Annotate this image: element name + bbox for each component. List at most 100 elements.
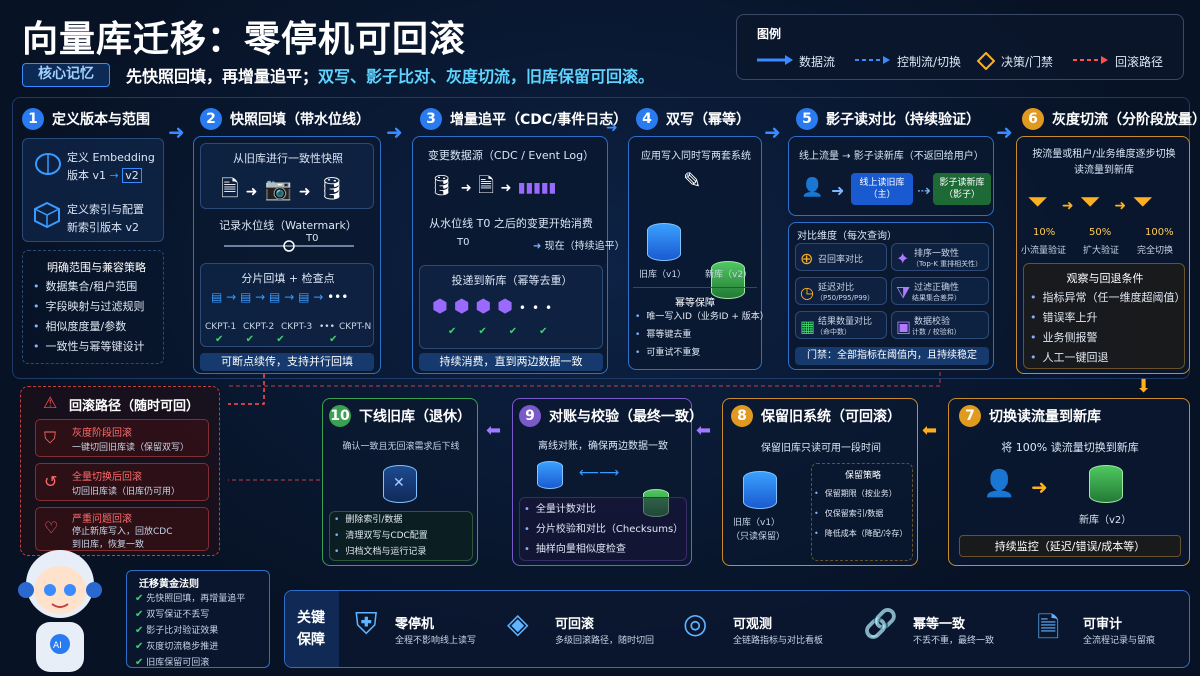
step6-panel: 按流量或租户/业务维度逐步切换 读流量到新库 ⏷➜⏷➜⏷ 10% 50% 100… — [1016, 136, 1190, 374]
step10-title: 下线旧库（退休） — [359, 409, 471, 425]
step2-number: 2 — [200, 108, 222, 130]
arrow-4-5: ➜ — [764, 120, 781, 144]
layers-icon: ◈ — [507, 607, 529, 640]
shard-title: 分片回填 + 检查点 — [241, 272, 335, 285]
step3-panel: 变更数据源（CDC / Event Log） 🛢 ➜ 🗎 ➜ ▮▮▮▮▮ 从水位… — [412, 136, 625, 374]
dim-count: ▦结果数量对比（命中数） — [795, 311, 887, 339]
guarantee-idempotent-desc: 不丢不重，最终一致 — [913, 636, 995, 646]
step9-title: 对账与校验（最终一致） — [549, 409, 703, 425]
check-icons: ✔ ✔ ✔ ✔ — [215, 334, 338, 345]
rollback-item-gray[interactable]: ⛉ 灰度阶段回滚 一键切回旧库读（保留双写） — [35, 419, 209, 457]
guarantees-label-box: 关键 保障 — [285, 591, 339, 667]
rollback-item-severe[interactable]: ♡ 严重问题回滚 停止新库写入，回放CDC 到旧库，恢复一致 — [35, 507, 209, 551]
package-icons: ⬢⬢⬢⬢••• — [432, 296, 559, 317]
dim-rank: ✦排序一致性（Top-K 重排相关性） — [891, 243, 989, 271]
funnel-icons: ⏷➜⏷➜⏷ — [1027, 187, 1167, 217]
retain-old-a: 旧库（v1） — [733, 518, 781, 528]
step2-panel: 从旧库进行一致性快照 🗎 ➜ 📷 ➜ 🛢 记录水位线（Watermark） T0… — [193, 136, 381, 374]
user-icon: 👤 — [801, 177, 824, 198]
dim-latency: ◷延迟对比（P50/P95/P99） — [795, 277, 887, 305]
dim-recall-label: 召回率对比 — [818, 255, 864, 265]
dim-latency-label: 延迟对比 — [818, 283, 855, 293]
emb-version-row: 版本 v1 → v2 — [67, 167, 142, 183]
step1-definition-box: 定义 Embedding 版本 v1 → v2 定义索引与配置 新索引版本 v2 — [22, 138, 164, 242]
camera-icon: 📷 — [264, 177, 292, 202]
observe-item: 错误率上升 — [1030, 308, 1186, 328]
policy-item: 保留期限（按业务） — [814, 484, 907, 504]
dim-recall: ⊕ 召回率对比 — [795, 243, 887, 271]
rollback-item-full[interactable]: ↺ 全量切换后回滚 切回旧库读（旧库仍可用） — [35, 463, 209, 501]
golden-item: 双写保证不丢写 — [146, 610, 210, 620]
watermark-timeline — [224, 240, 354, 252]
gate-label: 门禁：全部指标在阈值内，且持续稳定 — [795, 347, 989, 365]
guarantees-label-a: 关键 — [297, 610, 325, 626]
guarantee-observable: 可观测 — [733, 617, 773, 632]
reconcile-box: 全量计数对比 分片校验和对比（Checksums） 抽样向量相似度检查 — [519, 497, 687, 561]
retire-list: 删除索引/数据 清理双写与CDC配置 归档文档与运行记录 — [334, 512, 428, 560]
retire-item: 删除索引/数据 — [334, 512, 428, 528]
snapshot-box: 从旧库进行一致性快照 🗎 ➜ 📷 ➜ 🛢 — [200, 143, 374, 209]
scope-item: 数据集合/租户范围 — [33, 277, 145, 297]
cube-icon — [34, 201, 60, 229]
undo-icon: ↺ — [44, 472, 58, 491]
ckpt-dots: ••• — [319, 322, 335, 332]
guarantee-rollback: 可回滚 — [555, 617, 595, 632]
legend-item-control-flow: 控制流/切换 — [897, 55, 962, 69]
compare-arrow-icon: ⟵⟶ — [579, 465, 620, 481]
golden-title: 迁移黄金法则 — [139, 579, 199, 590]
guarantee-zero-downtime: 零停机 — [395, 617, 435, 632]
database-icon: 🛢 — [317, 177, 346, 202]
memory-text-b: 双写、影子比对、灰度切流，旧库保留可回滚。 — [318, 67, 655, 86]
memory-text: 先快照回填，再增量追平；双写、影子比对、灰度切流，旧库保留可回滚。 — [126, 63, 654, 87]
rollback-severe-desc-b: 到旧库，恢复一致 — [72, 540, 145, 550]
dims-title: 对比维度（每次查询） — [797, 231, 897, 242]
retire-item: 归档文档与运行记录 — [334, 544, 428, 560]
stage-1-pct: 10% — [1033, 227, 1056, 238]
guard-item: 唯一写入ID（业务ID + 版本） — [635, 308, 768, 326]
step4-title: 双写（幂等） — [666, 112, 750, 128]
emb-v2: v2 — [122, 168, 142, 183]
guarantee-auditable: 可审计 — [1083, 617, 1123, 632]
step2-footer: 可断点续传，支持并行回填 — [200, 353, 374, 371]
step5-flow-panel: 线上流量 → 影子读新库（不返回给用户） 👤 ➜ 线上读旧库（主） ⇢ 影子读新… — [788, 136, 994, 216]
rollback-path-icon — [1073, 56, 1108, 64]
observe-title: 观察与回退条件 — [1066, 272, 1144, 285]
consume-label: 从水位线 T0 之后的变更开始消费 — [429, 217, 593, 230]
retired-db-icon: ✕ — [383, 465, 417, 503]
step7-number: 7 — [959, 405, 981, 427]
dim-count-sub: （命中数） — [816, 328, 851, 336]
stage-3-pct: 100% — [1145, 227, 1174, 238]
idempotent-box: 幂等保障 唯一写入ID（业务ID + 版本） 幂等键去重 可重试不重复 — [633, 287, 769, 365]
step8-number: 8 — [731, 405, 753, 427]
stage-3-label: 完全切换 — [1137, 246, 1174, 256]
recall-icon: ⊕ — [800, 249, 814, 268]
check-icon: ✔ — [135, 609, 144, 620]
guarantee-rollback-desc: 多级回滚路径，随时切回 — [555, 636, 655, 646]
golden-item: 灰度切流稳步推进 — [146, 642, 219, 652]
dim-filter: ⧩过滤正确性结果集合差异） — [891, 277, 989, 305]
page-title: 向量库迁移：零停机可回滚 — [22, 19, 467, 60]
cdc-source-label: 变更数据源（CDC / Event Log） — [427, 149, 595, 162]
guarantee-auditable-desc: 全流程记录与留痕 — [1083, 636, 1156, 646]
shadow-read-box: 影子读新库（影子） — [933, 173, 991, 205]
step5-number: 5 — [796, 108, 818, 130]
emb-label: 定义 Embedding — [67, 151, 155, 164]
step4-panel: 应用写入同时写两套系统 ✎ 旧库（v1） 新库（v2） 幂等保障 唯一写入ID（… — [628, 136, 769, 370]
deliver-box: 投递到新库（幂等去重） ⬢⬢⬢⬢••• ✔✔✔✔ — [419, 265, 603, 349]
legend: 图例 数据流 控制流/切换 决策/门禁 回滚路径 — [736, 14, 1184, 80]
dim-filter-label: 过滤正确性 — [914, 283, 960, 293]
reconcile-list: 全量计数对比 分片校验和对比（Checksums） 抽样向量相似度检查 — [524, 500, 683, 560]
reconcile-item: 分片校验和对比（Checksums） — [524, 520, 683, 540]
scope-item: 字段映射与过滤规则 — [33, 297, 145, 317]
dim-checksum: ▣数据校验计数 / 校验和） — [891, 311, 989, 339]
snapshot-flow-icons: 🗎 ➜ 📷 ➜ 🛢 — [221, 177, 346, 202]
step7-title: 切换读流量到新库 — [989, 409, 1101, 425]
step5-dims-panel: 对比维度（每次查询） ⊕ 召回率对比 ✦排序一致性（Top-K 重排相关性） ◷延… — [788, 222, 994, 370]
guarantee-idempotent: 幂等一致 — [913, 617, 966, 632]
